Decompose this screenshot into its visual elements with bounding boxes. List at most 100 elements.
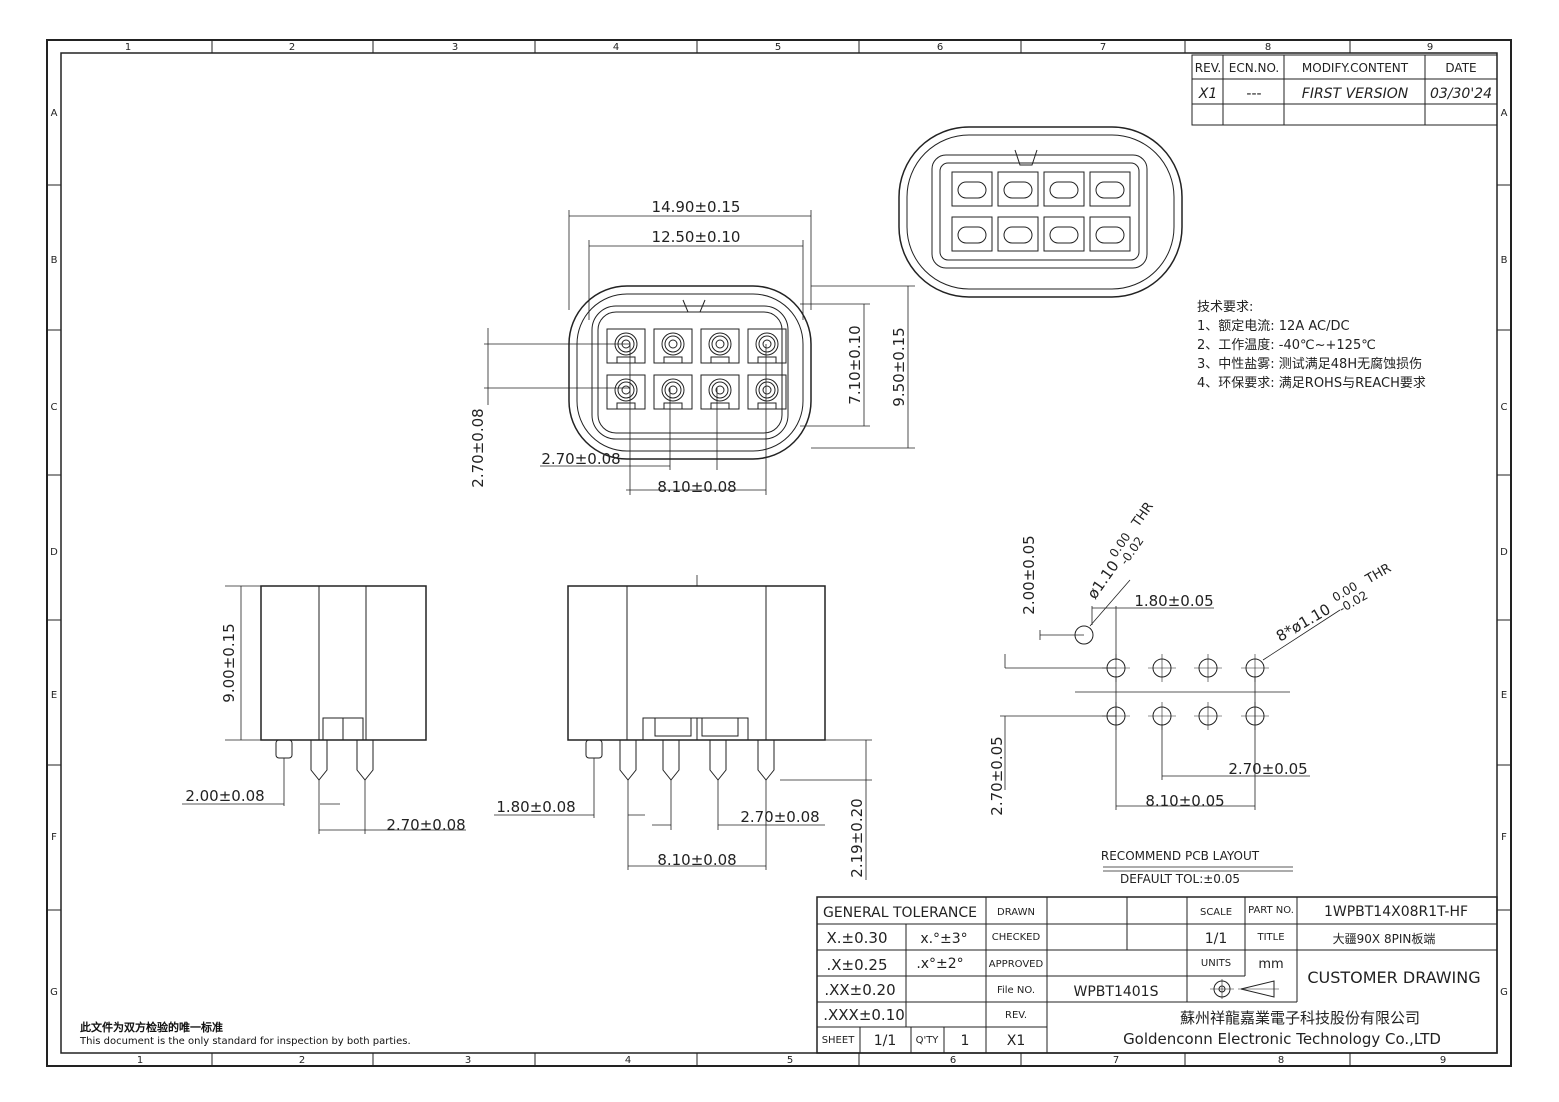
grid-row-right: E bbox=[1501, 690, 1507, 701]
tech-notes-title: 技术要求: bbox=[1197, 300, 1253, 315]
grid-ticks bbox=[47, 40, 1511, 1066]
dim-overall-height: 9.50±0.15 bbox=[890, 327, 908, 406]
customer-drawing: CUSTOMER DRAWING bbox=[1307, 968, 1480, 987]
dim-rear-pitch: 2.70±0.08 bbox=[740, 808, 819, 826]
rev-header-ecn: ECN.NO. bbox=[1229, 61, 1280, 75]
tol-linear: .XX±0.20 bbox=[824, 981, 895, 999]
scale-value: 1/1 bbox=[1205, 931, 1228, 947]
grid-col-bottom: 9 bbox=[1440, 1055, 1446, 1066]
tol-linear: .X±0.25 bbox=[826, 956, 887, 974]
part-no-value: 1WPBT14X08R1T-HF bbox=[1324, 904, 1468, 920]
grid-col-top: 6 bbox=[937, 42, 943, 53]
rev-value-ecn: --- bbox=[1246, 86, 1261, 102]
dim-rear-span: 8.10±0.08 bbox=[657, 851, 736, 869]
grid-col-top: 2 bbox=[289, 42, 295, 53]
dim-span: 8.10±0.08 bbox=[657, 478, 736, 496]
projection-symbol-icon bbox=[1210, 979, 1279, 999]
title-value: 大疆90X 8PIN板端 bbox=[1333, 932, 1436, 946]
dim-rear-pin-length: 2.19±0.20 bbox=[848, 798, 866, 877]
sheet-value: 1/1 bbox=[874, 1033, 897, 1049]
grid-col-top: 9 bbox=[1427, 42, 1433, 53]
drawn-label: DRAWN bbox=[997, 907, 1035, 918]
company-en: Goldenconn Electronic Technology Co.,LTD bbox=[1123, 1030, 1441, 1048]
pcb-hole-multi-suffix: THR bbox=[1362, 561, 1394, 588]
scale-label: SCALE bbox=[1200, 907, 1232, 918]
tech-note-item: 1、额定电流: 12A AC/DC bbox=[1197, 319, 1350, 334]
rev-value-modify: FIRST VERSION bbox=[1302, 86, 1409, 102]
checked-label: CHECKED bbox=[992, 932, 1041, 943]
grid-row-right: D bbox=[1500, 547, 1508, 558]
grid-row-left: D bbox=[50, 547, 58, 558]
sheet-label: SHEET bbox=[822, 1035, 856, 1046]
tol-angle: .x°±2° bbox=[916, 956, 963, 972]
dim-side-height: 9.00±0.15 bbox=[220, 623, 238, 702]
rev-value: X1 bbox=[1007, 1033, 1026, 1049]
rev-header-modify: MODIFY.CONTENT bbox=[1302, 61, 1409, 75]
footer-note-cn: 此文件为双方检验的唯一标准 bbox=[80, 1020, 223, 1034]
approved-label: APPROVED bbox=[989, 959, 1044, 970]
pcb-layout: 2.00±0.05 1.80±0.05 2.70±0.05 2.70±0.05 … bbox=[988, 500, 1394, 886]
tol-linear: X.±0.30 bbox=[826, 929, 887, 947]
units-label: UNITS bbox=[1201, 958, 1231, 969]
terminal-cavity bbox=[747, 328, 787, 364]
revision-table: REV. ECN.NO. MODIFY.CONTENT DATE X1 --- … bbox=[1191, 54, 1498, 126]
pcb-dim-pitch: 2.70±0.05 bbox=[1228, 760, 1307, 778]
grid-col-bottom: 1 bbox=[137, 1055, 143, 1066]
company-cn: 蘇州祥龍嘉業電子科技股份有限公司 bbox=[1180, 1009, 1420, 1027]
pcb-dim-h1: 1.80±0.05 bbox=[1134, 592, 1213, 610]
terminal-cavity bbox=[606, 328, 646, 364]
rear-view: 1.80±0.08 2.70±0.08 8.10±0.08 2.19±0.20 bbox=[494, 575, 872, 880]
tech-note-item: 3、中性盐雾: 测试满足48H无腐蚀损伤 bbox=[1197, 357, 1422, 372]
pcb-dim-v2: 2.70±0.05 bbox=[988, 736, 1006, 815]
dim-overall-width: 14.90±0.15 bbox=[652, 198, 741, 216]
pcb-layout-title: RECOMMEND PCB LAYOUT bbox=[1101, 849, 1260, 863]
grid-row-left: C bbox=[51, 402, 58, 413]
qty-value: 1 bbox=[961, 1033, 970, 1049]
dim-pitch-v: 2.70±0.08 bbox=[469, 408, 487, 487]
pcb-layout-tol: DEFAULT TOL:±0.05 bbox=[1120, 872, 1240, 886]
isometric-view bbox=[898, 126, 1183, 298]
grid-col-bottom: 3 bbox=[465, 1055, 471, 1066]
terminal-cavity bbox=[653, 328, 693, 364]
general-tolerance-label: GENERAL TOLERANCE bbox=[823, 905, 977, 921]
grid-row-left: A bbox=[51, 108, 58, 119]
grid-row-left: E bbox=[51, 690, 57, 701]
pcb-hole-single-suffix: THR bbox=[1129, 500, 1157, 531]
grid-col-bottom: 4 bbox=[625, 1055, 631, 1066]
grid-row-right: G bbox=[1500, 987, 1508, 998]
units-value: mm bbox=[1258, 957, 1283, 972]
grid-col-bottom: 5 bbox=[787, 1055, 793, 1066]
front-view: 14.90±0.15 12.50±0.10 7.10±0.10 9.50±0.1… bbox=[469, 198, 915, 496]
pcb-dim-v1: 2.00±0.05 bbox=[1020, 535, 1038, 614]
terminal-cavity bbox=[747, 374, 787, 410]
qty-label: Q'TY bbox=[916, 1035, 940, 1046]
grid-col-top: 7 bbox=[1100, 42, 1106, 53]
dim-pitch-h: 2.70±0.08 bbox=[541, 450, 620, 468]
rev-label: REV. bbox=[1005, 1010, 1027, 1021]
dim-rear-offset: 1.80±0.08 bbox=[496, 798, 575, 816]
grid-row-right: B bbox=[1501, 255, 1508, 266]
grid-row-left: B bbox=[51, 255, 58, 266]
dim-side-pitch: 2.70±0.08 bbox=[386, 816, 465, 834]
rev-header-date: DATE bbox=[1445, 61, 1476, 75]
grid-col-bottom: 6 bbox=[950, 1055, 956, 1066]
grid-col-bottom: 8 bbox=[1278, 1055, 1284, 1066]
terminal-cavity bbox=[700, 328, 740, 364]
footer-note-en: This document is the only standard for i… bbox=[79, 1036, 411, 1047]
grid-col-bottom: 7 bbox=[1113, 1055, 1119, 1066]
grid-row-right: F bbox=[1501, 832, 1507, 843]
file-no-value: WPBT1401S bbox=[1074, 984, 1159, 1000]
title-label: TITLE bbox=[1256, 932, 1284, 943]
grid-col-top: 1 bbox=[125, 42, 131, 53]
tech-note-item: 4、环保要求: 满足ROHS与REACH要求 bbox=[1197, 376, 1426, 391]
tech-notes: 技术要求: 1、额定电流: 12A AC/DC 2、工作温度: -40℃~+12… bbox=[1197, 300, 1426, 391]
file-no-label: File NO. bbox=[997, 985, 1035, 996]
grid-row-left: F bbox=[51, 832, 57, 843]
inner-frame bbox=[60, 52, 1498, 1054]
terminal-cavity bbox=[653, 374, 693, 410]
pcb-dim-span: 8.10±0.05 bbox=[1145, 792, 1224, 810]
terminal-cavity bbox=[606, 374, 646, 410]
grid-col-top: 8 bbox=[1265, 42, 1271, 53]
rev-value-date: 03/30'24 bbox=[1430, 86, 1492, 102]
part-no-label: PART NO. bbox=[1248, 905, 1294, 916]
